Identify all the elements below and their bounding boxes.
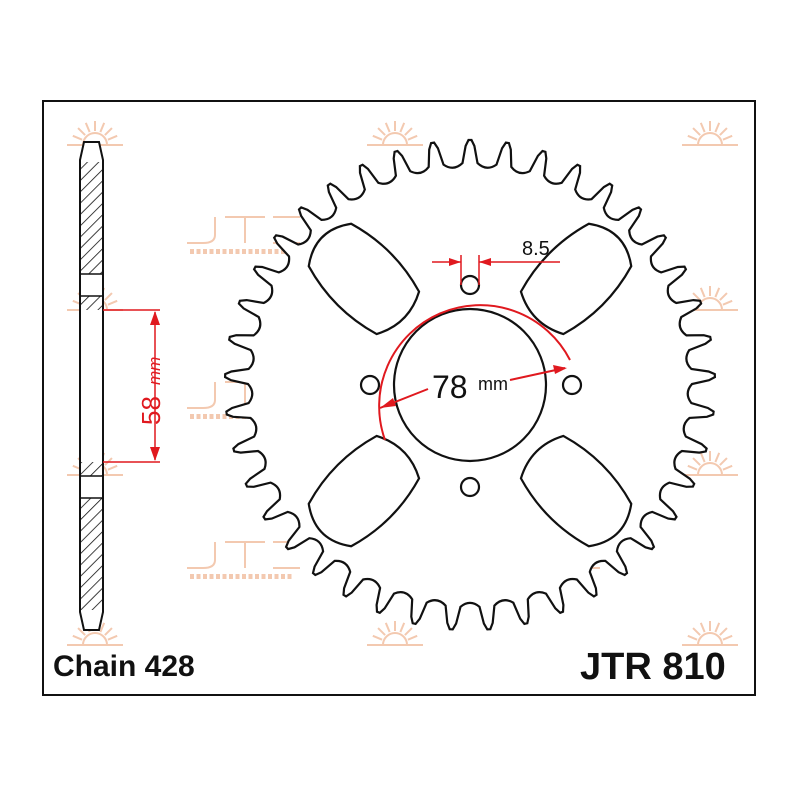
hub-dimension-value: 58: [136, 396, 166, 425]
hub-dimension: [103, 309, 160, 463]
slot-top-right: [519, 222, 633, 336]
lightening-slots: [307, 222, 633, 548]
pcd-dimension-value: 78: [432, 369, 468, 405]
watermark-logo: [367, 121, 423, 146]
watermark-logo: [682, 121, 738, 146]
center-hole: [392, 307, 548, 463]
slot-top-left: [307, 222, 421, 336]
watermark-logo: [367, 621, 423, 646]
side-profile: [79, 141, 104, 631]
part-number: JTR 810: [580, 646, 726, 688]
pcd-dimension-unit: mm: [478, 374, 508, 394]
watermark-logo: [187, 541, 300, 579]
drawing-frame: [42, 100, 756, 696]
bolt-hole-dimension: 8.5: [522, 238, 550, 260]
sprocket-outline: [223, 138, 717, 631]
slot-bottom-left: [307, 434, 421, 548]
watermark-logo: [682, 621, 738, 646]
watermark-logo: [682, 451, 738, 476]
chain-label: Chain 428: [53, 650, 195, 683]
slot-bottom-right: [519, 434, 633, 548]
hub-dimension-unit: mm: [145, 357, 164, 385]
watermark-logo: [67, 621, 123, 646]
pcd-dimension: [378, 255, 571, 441]
